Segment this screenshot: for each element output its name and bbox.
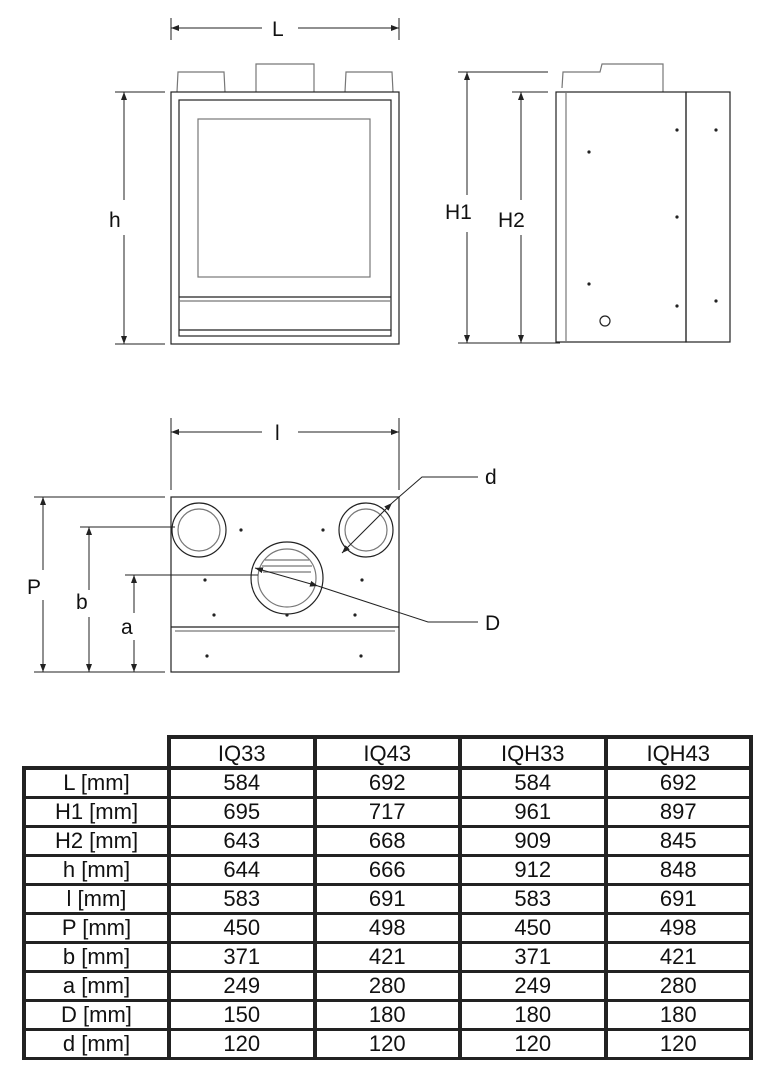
table-cell: 717 <box>316 799 458 825</box>
table-cell: 498 <box>316 915 458 941</box>
table-cell: 583 <box>171 886 313 912</box>
top-view: l P b a d D <box>27 418 500 673</box>
table-cell: 584 <box>462 770 604 796</box>
table-cell: 150 <box>171 1002 313 1028</box>
table-cell: 421 <box>607 944 749 970</box>
table-cell: 897 <box>607 799 749 825</box>
table-cell: 691 <box>316 886 458 912</box>
table-cell: 371 <box>171 944 313 970</box>
table-cell: 249 <box>171 973 313 999</box>
table-cell: 584 <box>171 770 313 796</box>
table-cell: 450 <box>462 915 604 941</box>
table-cell: 691 <box>607 886 749 912</box>
table-cell: 961 <box>462 799 604 825</box>
table-cell: 280 <box>607 973 749 999</box>
dim-label-H1: H1 <box>445 201 472 224</box>
dim-label-a: a <box>121 616 133 639</box>
row-label: P [mm] <box>26 915 167 941</box>
table-cell: 692 <box>607 770 749 796</box>
row-label: b [mm] <box>26 944 167 970</box>
table-cell: 695 <box>171 799 313 825</box>
table-cell: 692 <box>316 770 458 796</box>
front-view: L h <box>109 18 400 345</box>
dim-label-d: d <box>485 466 497 489</box>
table-cell: 120 <box>171 1031 313 1057</box>
table-cell: 668 <box>316 828 458 854</box>
row-label: a [mm] <box>26 973 167 999</box>
side-view: H1 H2 <box>445 63 731 344</box>
dim-label-h: h <box>109 209 121 232</box>
row-label: H1 [mm] <box>26 799 167 825</box>
dimension-drawings: L h H1 H2 l P b a <box>27 18 731 673</box>
dim-label-b: b <box>76 591 88 614</box>
table-cell: 371 <box>462 944 604 970</box>
table-cell: 845 <box>607 828 749 854</box>
row-label: D [mm] <box>26 1002 167 1028</box>
table-cell: 498 <box>607 915 749 941</box>
column-header-iqh43: IQH43 <box>607 739 749 768</box>
table-cell: 180 <box>462 1002 604 1028</box>
table-cell: 909 <box>462 828 604 854</box>
dim-label-D: D <box>485 612 500 635</box>
table-cell: 180 <box>316 1002 458 1028</box>
column-header-iqh33: IQH33 <box>462 739 604 768</box>
table-cell: 249 <box>462 973 604 999</box>
table-cell: 421 <box>316 944 458 970</box>
table-cell: 120 <box>462 1031 604 1057</box>
table-cell: 848 <box>607 857 749 883</box>
table-cell: 450 <box>171 915 313 941</box>
dim-label-P: P <box>27 576 41 599</box>
table-cell: 280 <box>316 973 458 999</box>
table-cell: 644 <box>171 857 313 883</box>
row-label: d [mm] <box>26 1031 167 1057</box>
table-cell: 583 <box>462 886 604 912</box>
table-cell: 643 <box>171 828 313 854</box>
column-header-iq33: IQ33 <box>171 739 313 768</box>
row-label: H2 [mm] <box>26 828 167 854</box>
dim-label-l: l <box>275 422 280 445</box>
row-label: h [mm] <box>26 857 167 883</box>
dim-label-H2: H2 <box>498 209 525 232</box>
row-label: L [mm] <box>26 770 167 796</box>
table-cell: 912 <box>462 857 604 883</box>
column-header-iq43: IQ43 <box>316 739 458 768</box>
table-cell: 666 <box>316 857 458 883</box>
dim-label-L: L <box>272 18 284 41</box>
row-label: l [mm] <box>26 886 167 912</box>
table-cell: 180 <box>607 1002 749 1028</box>
table-cell: 120 <box>316 1031 458 1057</box>
table-cell: 120 <box>607 1031 749 1057</box>
